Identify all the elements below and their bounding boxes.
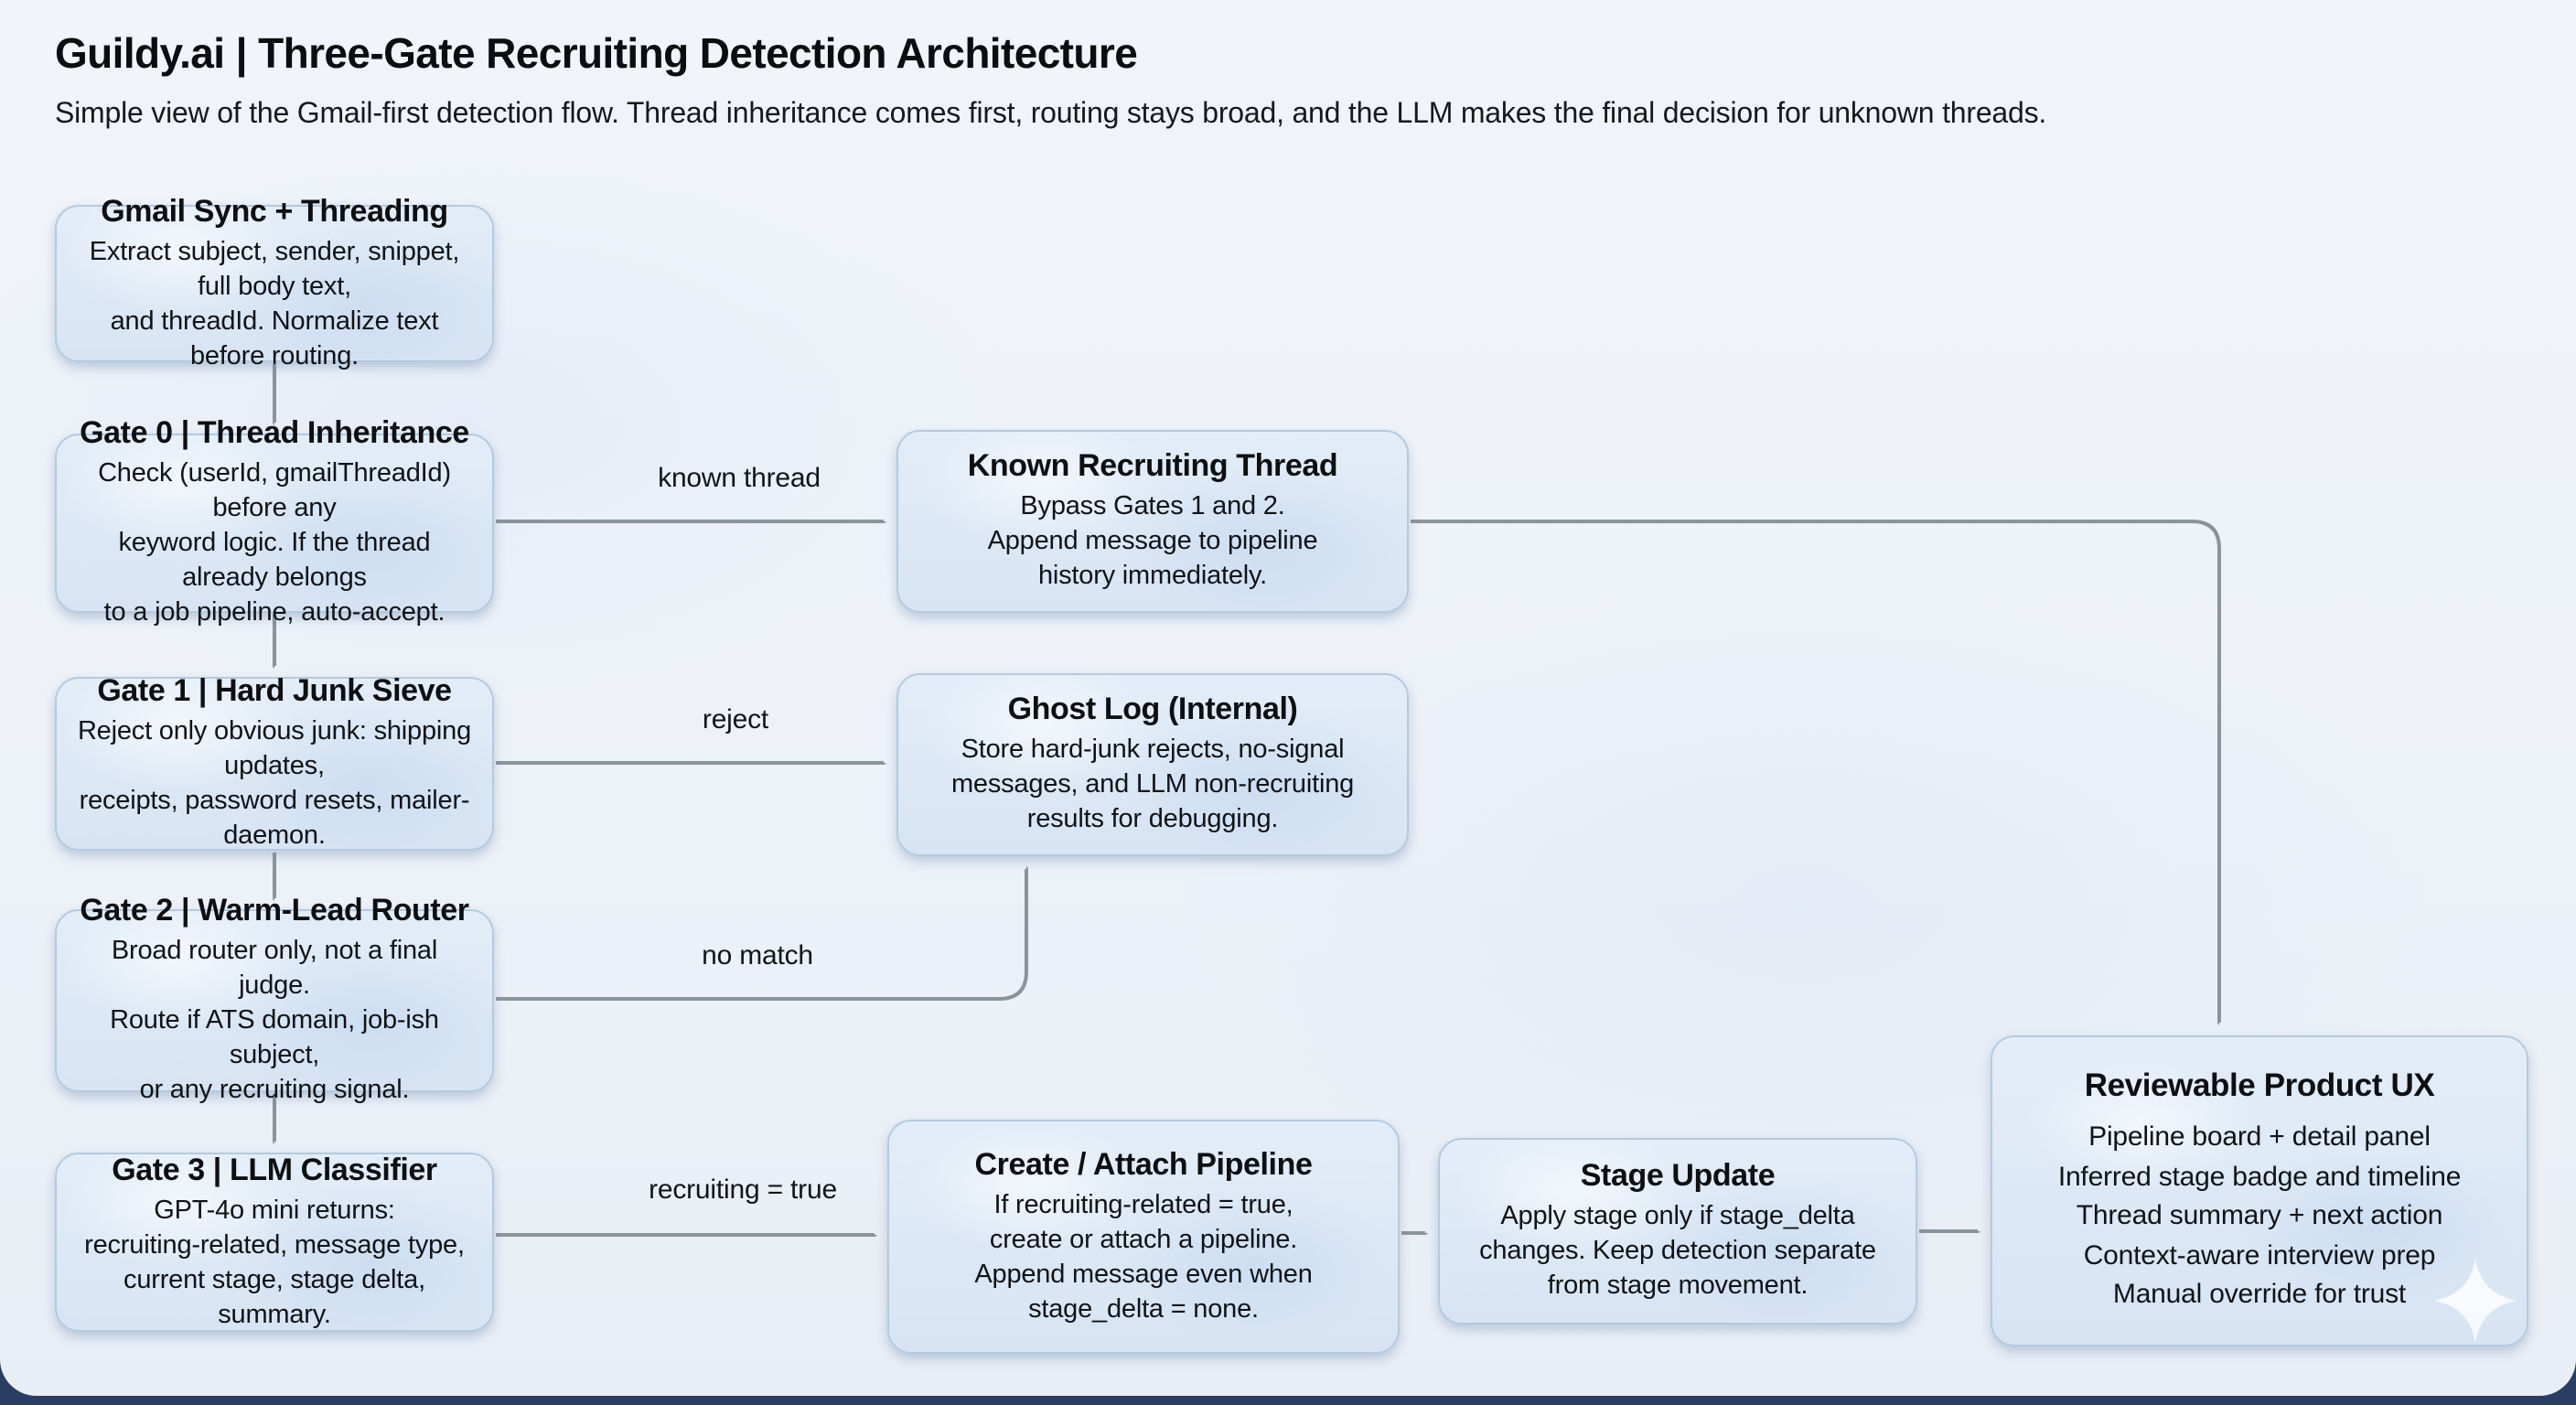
node-title: Gate 2 | Warm-Lead Router [80, 893, 469, 928]
page-subtitle: Simple view of the Gmail-first detection… [55, 99, 2047, 130]
node-ghost-log-internal: Ghost Log (Internal) Store hard-junk rej… [896, 673, 1409, 856]
node-title: Gmail Sync + Threading [101, 193, 448, 228]
node-stage-update: Stage Update Apply stage only if stage_d… [1438, 1138, 1917, 1325]
node-gate-1-hard-junk-sieve: Gate 1 | Hard Junk Sieve Reject only obv… [55, 673, 494, 851]
node-known-recruiting-thread: Known Recruiting Thread Bypass Gates 1 a… [896, 430, 1409, 613]
node-body: If recruiting-related = true,create or a… [974, 1190, 1313, 1324]
node-gate-2-warm-lead-router: Gate 2 | Warm-Lead Router Broad router o… [55, 893, 494, 1105]
edge-label-reject: reject [702, 704, 769, 735]
node-title: Gate 1 | Hard Junk Sieve [97, 673, 452, 708]
node-title: Gate 3 | LLM Classifier [112, 1152, 437, 1186]
connector-gate2-to-ghost [496, 869, 1026, 1001]
node-title: Stage Update [1580, 1158, 1776, 1193]
node-title: Create / Attach Pipeline [974, 1146, 1313, 1181]
node-gate-3-llm-classifier: Gate 3 | LLM Classifier GPT-4o mini retu… [55, 1152, 494, 1332]
node-body: Bypass Gates 1 and 2.Append message to p… [987, 492, 1318, 591]
node-reviewable-product-ux: Reviewable Product UX Pipeline board + d… [1991, 1035, 2528, 1346]
node-body: Extract subject, sender, snippet, full b… [89, 237, 460, 370]
node-body: Reject only obvious junk: shipping updat… [77, 717, 472, 851]
edge-label-known-thread: known thread [658, 463, 821, 494]
node-body: Check (userId, gmailThreadId) before any… [98, 459, 451, 627]
node-create-attach-pipeline: Create / Attach Pipeline If recruiting-r… [887, 1120, 1400, 1354]
edge-label-recruiting-true: recruiting = true [649, 1174, 837, 1206]
sparkle-icon [2432, 1258, 2518, 1344]
connector-known-to-review [1411, 520, 2221, 1023]
node-body: GPT-4o mini returns:recruiting-related, … [84, 1196, 465, 1329]
node-title: Ghost Log (Internal) [1007, 692, 1298, 726]
node-title: Gate 0 | Thread Inheritance [80, 415, 469, 450]
node-gate-0-thread-inheritance: Gate 0 | Thread Inheritance Check (userI… [55, 415, 494, 627]
node-body: Broad router only, not a final judge.Rou… [110, 937, 439, 1105]
edge-label-no-match: no match [702, 940, 813, 971]
node-title: Known Recruiting Thread [967, 448, 1338, 483]
node-title: Reviewable Product UX [2084, 1067, 2435, 1104]
page-title: Guildy.ai | Three-Gate Recruiting Detect… [55, 29, 1138, 77]
node-gmail-sync: Gmail Sync + Threading Extract subject, … [55, 193, 494, 370]
